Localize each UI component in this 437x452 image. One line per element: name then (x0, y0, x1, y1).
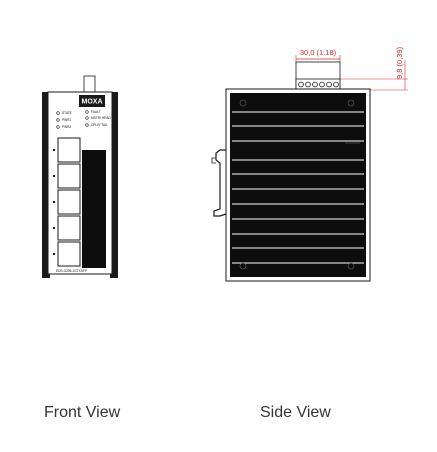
side-view: 30,0 (1.18) 9,8 (0,39) (211, 46, 408, 282)
led-icon (85, 123, 89, 127)
front-view: MOXA STATE PWR1 PWR2 FAULT MSTR/ HEAD CP… (42, 75, 118, 278)
side-width-dimension: 30,0 (1.18) (295, 48, 341, 64)
front-port-group (53, 137, 81, 267)
terminal-pin-icon (319, 81, 325, 88)
front-right-rail (110, 92, 118, 278)
screw-icon (347, 262, 355, 270)
screw-icon (239, 262, 247, 270)
terminal-pin-icon (326, 81, 332, 88)
ethernet-port (57, 215, 81, 241)
front-brand-logo: MOXA (82, 99, 103, 106)
front-view-caption: Front View (44, 404, 121, 421)
side-body (230, 93, 366, 277)
led-label: PWR2 (62, 125, 71, 129)
ethernet-port (57, 241, 81, 267)
side-heatsink-fins (232, 111, 364, 264)
ethernet-port (57, 189, 81, 215)
ethernet-port (57, 137, 81, 163)
screw-icon (239, 99, 247, 107)
terminal-pin-icon (333, 81, 339, 88)
side-height-dimension-label: 9,8 (0,39) (395, 46, 404, 79)
led-label: MSTR/ HEAD (91, 116, 111, 120)
led-icon (56, 125, 60, 129)
side-height-dimension: 9,8 (0,39) (340, 46, 408, 91)
side-din-clip (213, 149, 227, 217)
led-label: STATE (62, 111, 72, 115)
side-screws (239, 99, 355, 270)
led-icon (85, 116, 89, 120)
terminal-pin-icon (312, 81, 318, 88)
led-label: CPLR/ TAIL (91, 123, 108, 127)
led-icon (56, 118, 60, 122)
front-left-rail (42, 92, 50, 278)
terminal-pin-icon (305, 81, 311, 88)
side-view-caption: Side View (260, 404, 331, 421)
ethernet-port (57, 163, 81, 189)
side-terminal-pins (298, 81, 339, 88)
led-icon (85, 110, 89, 114)
front-led-left-column: STATE PWR1 PWR2 (56, 111, 72, 129)
front-led-right-column: FAULT MSTR/ HEAD CPLR/ TAIL (85, 110, 111, 127)
led-label: FAULT (91, 110, 101, 114)
front-logo-box (79, 95, 105, 107)
front-din-clip (83, 75, 96, 95)
front-model-label: EDS-G205-1GTXSFP (56, 269, 87, 273)
led-label: PWR1 (62, 118, 71, 122)
side-width-dimension-label: 30,0 (1.18) (300, 48, 337, 57)
terminal-pin-icon (298, 81, 304, 88)
front-sfp-block (82, 150, 106, 268)
screw-icon (347, 99, 355, 107)
led-icon (56, 111, 60, 115)
